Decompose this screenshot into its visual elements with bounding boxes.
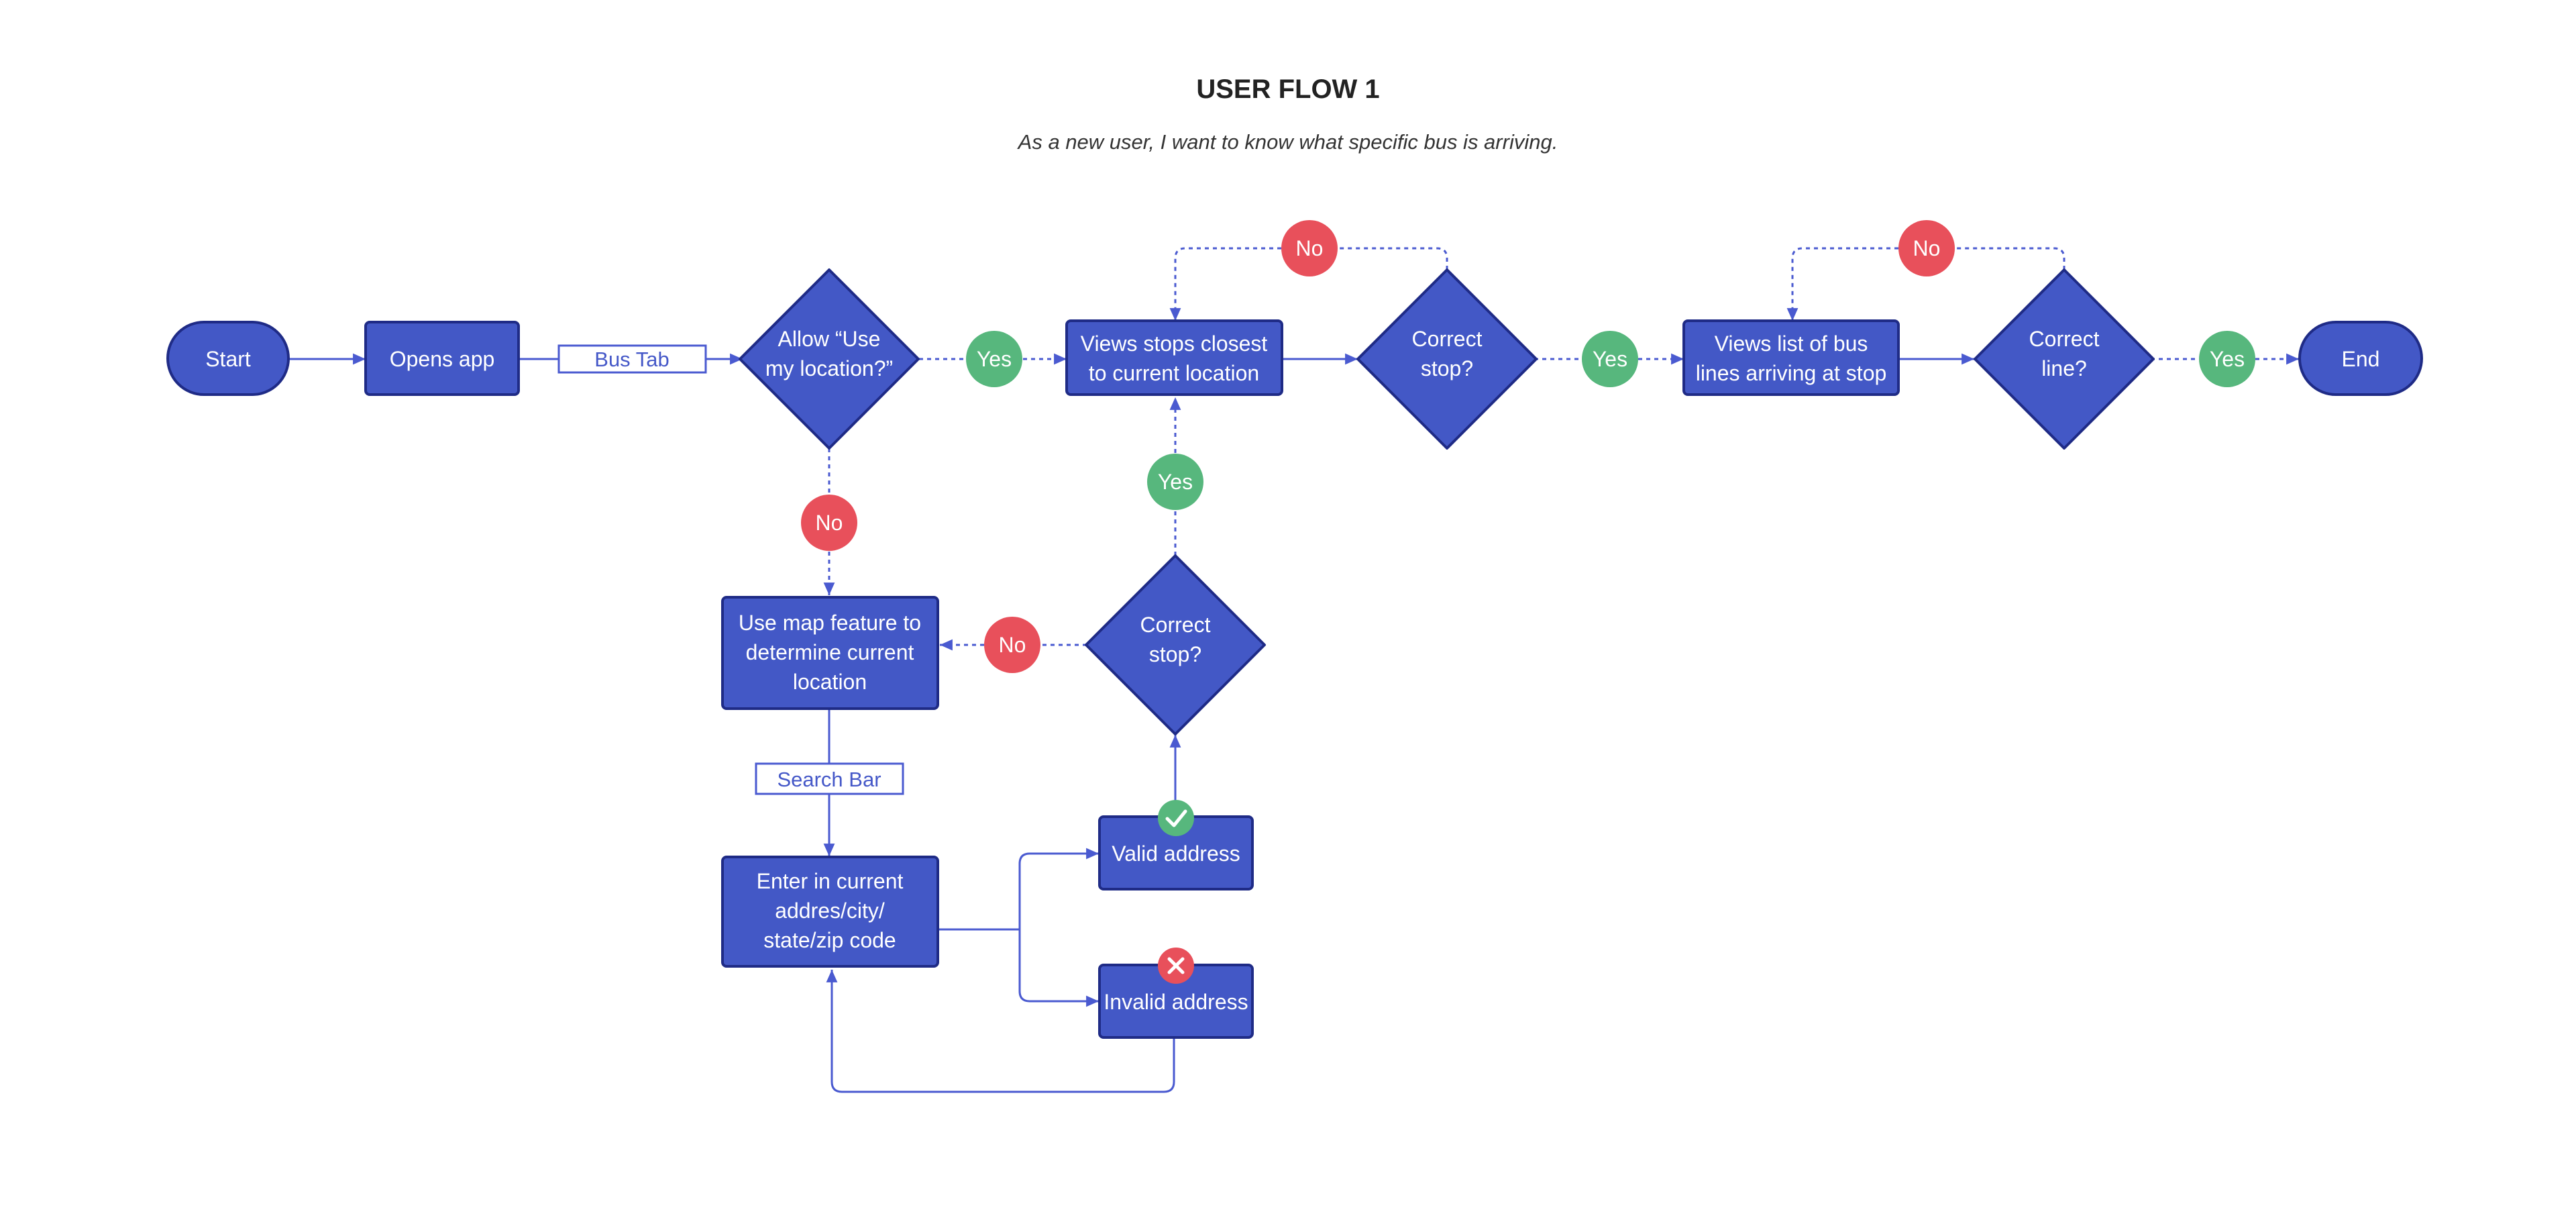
yes-badge-correct-stop-mid: Yes xyxy=(1147,454,1203,510)
svg-text:No: No xyxy=(1296,236,1324,260)
x-icon xyxy=(1158,948,1194,984)
node-end: End xyxy=(2298,321,2423,396)
svg-text:addres/city/: addres/city/ xyxy=(775,899,885,923)
svg-text:No: No xyxy=(816,511,843,535)
bus-tab-tag: Bus Tab xyxy=(557,344,707,374)
svg-text:Correct: Correct xyxy=(1412,327,1483,351)
node-enter-address: Enter in current addres/city/ state/zip … xyxy=(721,856,939,968)
svg-text:End: End xyxy=(2342,347,2380,371)
svg-text:Yes: Yes xyxy=(1158,470,1193,494)
decision-correct-line: Correct line? xyxy=(1974,268,2155,450)
svg-text:No: No xyxy=(1913,236,1941,260)
svg-text:Correct: Correct xyxy=(1140,613,1211,637)
svg-text:Invalid address: Invalid address xyxy=(1104,990,1248,1014)
yes-badge-allow: Yes xyxy=(966,331,1022,387)
bus-tab-label: Bus Tab xyxy=(594,348,669,371)
svg-text:Use map feature to: Use map feature to xyxy=(739,611,921,635)
svg-text:stop?: stop? xyxy=(1149,642,1201,666)
svg-text:state/zip code: state/zip code xyxy=(763,928,896,952)
no-badge-allow: No xyxy=(801,495,857,551)
connectors xyxy=(288,353,1974,1093)
decision-allow-location: Allow “Use my location?” xyxy=(739,268,920,450)
check-icon xyxy=(1158,800,1194,836)
svg-text:Views list of bus: Views list of bus xyxy=(1715,332,1868,356)
search-bar-tag: Search Bar xyxy=(755,762,904,795)
no-badge-correct-line: No xyxy=(1898,220,1955,276)
node-views-stops: Views stops closest to current location xyxy=(1065,319,1283,396)
svg-text:my location?”: my location?” xyxy=(765,356,893,380)
svg-text:location: location xyxy=(793,670,867,694)
node-invalid-address: Invalid address xyxy=(1098,964,1254,1039)
svg-text:Correct: Correct xyxy=(2029,327,2100,351)
node-views-bus-lines: Views list of bus lines arriving at stop xyxy=(1682,319,1900,396)
svg-text:Start: Start xyxy=(205,347,251,371)
node-start: Start xyxy=(166,321,290,396)
no-badge-correct-stop-mid: No xyxy=(984,617,1040,673)
svg-text:Yes: Yes xyxy=(977,347,1012,371)
yes-badge-correct-stop: Yes xyxy=(1582,331,1638,387)
connector-branch-to-invalid xyxy=(1018,929,1099,1007)
decision-correct-stop-top: Correct stop? xyxy=(1356,268,1538,450)
svg-text:Yes: Yes xyxy=(1593,347,1627,371)
svg-text:to current location: to current location xyxy=(1089,361,1259,385)
search-bar-label: Search Bar xyxy=(777,768,881,791)
connector-branch-to-valid xyxy=(1018,848,1099,929)
svg-text:stop?: stop? xyxy=(1421,356,1473,380)
svg-text:lines arriving at stop: lines arriving at stop xyxy=(1696,361,1887,385)
svg-text:Allow “Use: Allow “Use xyxy=(778,327,881,351)
no-badge-correct-stop: No xyxy=(1281,220,1338,276)
connector-no-loop-stop xyxy=(1175,247,1448,321)
svg-text:Opens app: Opens app xyxy=(390,347,495,371)
svg-text:determine current: determine current xyxy=(746,640,914,664)
page-subtitle: As a new user, I want to know what speci… xyxy=(1017,130,1558,154)
node-opens-app: Opens app xyxy=(364,321,520,396)
connector-no-loop-line xyxy=(1792,247,2065,321)
svg-text:Views stops closest: Views stops closest xyxy=(1081,332,1268,356)
connector-invalid-loop-back xyxy=(826,970,1175,1093)
decision-correct-stop-mid: Correct stop? xyxy=(1085,554,1266,735)
node-valid-address: Valid address xyxy=(1098,815,1254,890)
svg-text:Yes: Yes xyxy=(2210,347,2245,371)
yes-badge-correct-line: Yes xyxy=(2199,331,2255,387)
svg-text:Valid address: Valid address xyxy=(1112,842,1240,866)
dashed-connectors xyxy=(823,247,2299,651)
page-title: USER FLOW 1 xyxy=(1196,74,1379,104)
svg-text:line?: line? xyxy=(2041,356,2087,380)
node-use-map: Use map feature to determine current loc… xyxy=(721,596,939,710)
svg-text:Enter in current: Enter in current xyxy=(757,869,904,893)
svg-text:No: No xyxy=(999,633,1026,657)
